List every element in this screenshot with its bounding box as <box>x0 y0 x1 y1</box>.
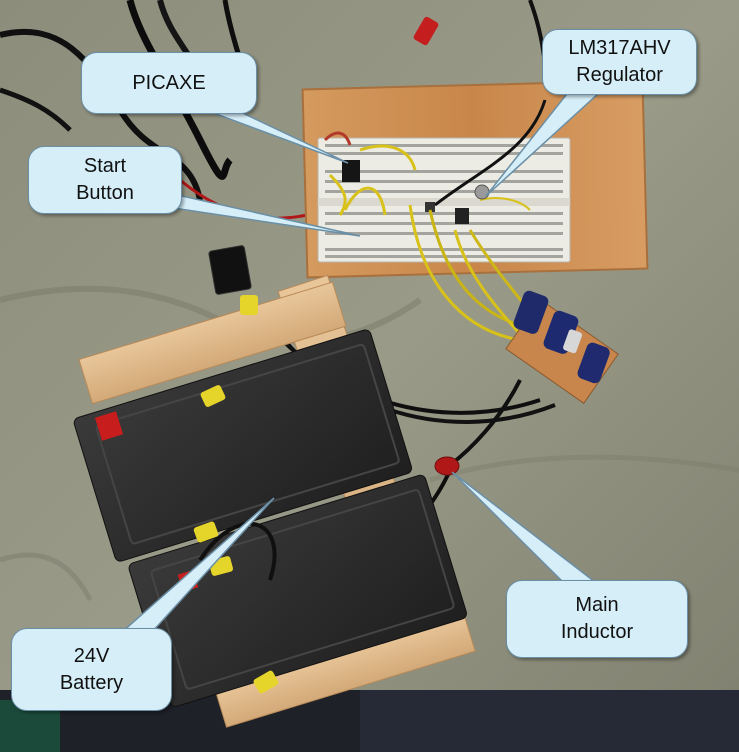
callout-main-inductor: Main Inductor <box>506 580 688 658</box>
callout-text: LM317AHV <box>568 37 671 59</box>
callout-picaxe: PICAXE <box>81 52 257 114</box>
callout-regulator: LM317AHV Regulator <box>542 29 697 95</box>
capacitor <box>513 290 549 334</box>
callout-text: Inductor <box>560 621 634 643</box>
wire <box>434 99 547 207</box>
callout-text: Main <box>575 594 619 616</box>
chip <box>455 208 469 224</box>
switch <box>208 245 252 295</box>
wire <box>323 131 352 146</box>
callout-text: Start <box>83 155 127 177</box>
callout-text: Button <box>76 182 134 204</box>
callout-start-button: Start Button <box>28 146 182 214</box>
callout-text: PICAXE <box>132 71 206 94</box>
cable <box>448 379 522 467</box>
callout-battery: 24V Battery <box>11 628 172 711</box>
wire <box>328 173 347 216</box>
picaxe-chip <box>342 160 360 182</box>
connector <box>200 385 226 407</box>
wire <box>359 144 417 171</box>
battery-frame <box>78 281 347 405</box>
battery-cell <box>73 329 413 562</box>
callout-text: 24V <box>73 644 110 667</box>
cloth-fold <box>0 552 93 602</box>
battery-terminal <box>94 411 124 441</box>
callout-text: Regulator <box>576 64 663 86</box>
battery-pack <box>73 329 467 707</box>
callout-text: Battery <box>59 671 124 694</box>
cloth-fold <box>429 454 739 483</box>
connector <box>193 521 219 543</box>
capacitor <box>577 342 610 384</box>
red-connector <box>413 16 439 46</box>
main-inductor <box>434 456 460 476</box>
regulator <box>474 184 490 200</box>
floor-item <box>360 690 739 752</box>
connector <box>253 670 279 694</box>
capacitor <box>563 329 583 354</box>
breadboard-channel <box>318 198 570 206</box>
cable <box>198 521 277 581</box>
cable <box>126 0 233 180</box>
connector <box>240 295 258 315</box>
chip <box>425 202 435 212</box>
wire <box>479 197 531 211</box>
wire <box>408 204 521 342</box>
cable <box>0 87 72 132</box>
wire <box>343 186 387 216</box>
